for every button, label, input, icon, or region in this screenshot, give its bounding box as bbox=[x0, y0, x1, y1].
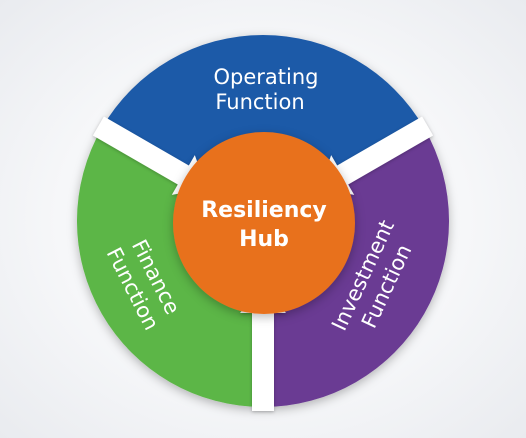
operating-label-line1: Operating bbox=[214, 65, 319, 89]
hub-title-line1: Resiliency bbox=[201, 198, 327, 223]
hub-title-line2: Hub bbox=[239, 227, 289, 252]
arrow-from-operating-left bbox=[92, 116, 207, 195]
arrow-from-bottom bbox=[240, 286, 286, 411]
arrow-from-operating-right bbox=[319, 116, 434, 195]
resiliency-hub bbox=[173, 132, 355, 314]
operating-label-line2: Function bbox=[215, 90, 304, 114]
